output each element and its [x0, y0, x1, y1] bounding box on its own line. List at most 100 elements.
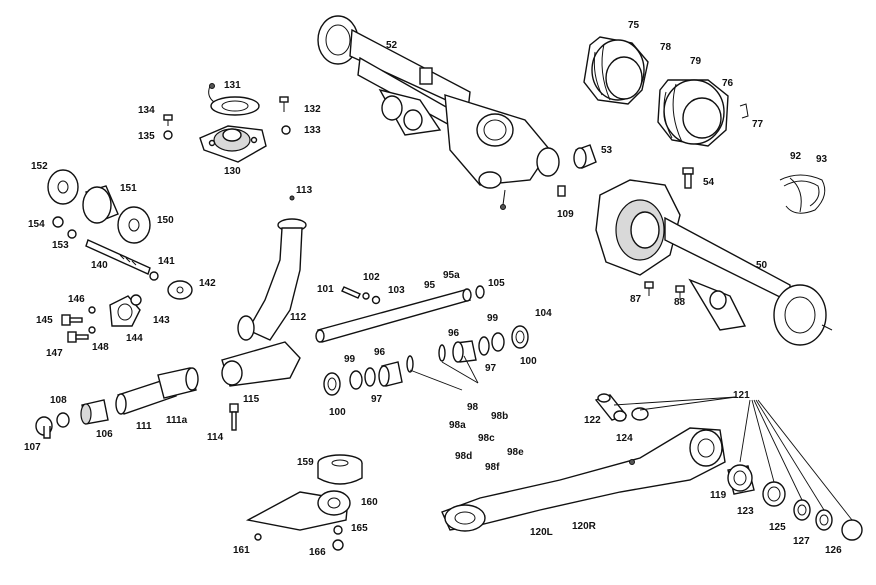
label-142: 142	[199, 278, 216, 289]
label-98b: 98b	[491, 411, 508, 422]
label-98: 98	[467, 402, 479, 413]
axle-housing-52	[317, 15, 560, 210]
label-108: 108	[50, 395, 67, 406]
grease-nipple-109	[557, 185, 566, 197]
label-98f: 98f	[485, 462, 500, 473]
label-100b: 100	[329, 407, 346, 418]
bolts-145-148	[61, 306, 96, 343]
label-106: 106	[96, 429, 113, 440]
label-98e: 98e	[507, 447, 524, 458]
label-161: 161	[233, 545, 250, 556]
label-125: 125	[769, 522, 786, 533]
label-97a: 97	[485, 363, 497, 374]
label-54: 54	[703, 177, 715, 188]
label-95: 95	[424, 280, 436, 291]
shaft-111	[115, 367, 199, 415]
label-99b: 99	[344, 354, 356, 365]
label-150: 150	[157, 215, 174, 226]
label-107: 107	[24, 442, 41, 453]
label-97b: 97	[371, 394, 383, 405]
label-102: 102	[363, 272, 380, 283]
mount-bracket-159-160	[245, 454, 363, 551]
label-115: 115	[243, 394, 260, 405]
rubber-boot-79-76	[657, 79, 729, 147]
label-111a: 111a	[166, 415, 188, 426]
label-126: 126	[825, 545, 842, 556]
label-140: 140	[91, 260, 108, 271]
rubber-boot-75-78	[583, 36, 649, 105]
label-99a: 99	[487, 313, 499, 324]
label-96b: 96	[374, 347, 386, 358]
label-113: 113	[296, 185, 313, 196]
pin-105	[475, 285, 485, 299]
label-124: 124	[616, 433, 633, 444]
label-121: 121	[733, 390, 750, 401]
label-166: 166	[309, 547, 326, 558]
label-132: 132	[304, 104, 321, 115]
bolt-54	[682, 167, 694, 189]
label-130: 130	[224, 166, 241, 177]
label-146: 146	[68, 294, 85, 305]
label-144: 144	[126, 333, 143, 344]
label-50: 50	[756, 260, 768, 271]
label-98a: 98a	[449, 420, 466, 431]
rubber-mount-130	[163, 83, 291, 163]
label-134: 134	[138, 105, 155, 116]
label-127: 127	[793, 536, 810, 547]
label-105: 105	[488, 278, 505, 289]
label-98c: 98c	[478, 433, 495, 444]
label-143: 143	[153, 315, 170, 326]
label-98d: 98d	[455, 451, 472, 462]
label-141: 141	[158, 256, 175, 267]
label-152: 152	[31, 161, 48, 172]
label-52: 52	[386, 40, 398, 51]
label-53: 53	[601, 145, 613, 156]
label-103: 103	[388, 285, 405, 296]
label-123: 123	[737, 506, 754, 517]
bushing-set-left-96-100	[323, 355, 414, 396]
label-112: 112	[290, 312, 307, 323]
label-151: 151	[120, 183, 137, 194]
bracket-143-144	[109, 294, 142, 327]
label-133: 133	[304, 125, 321, 136]
axle-housing-50	[595, 179, 833, 346]
label-159: 159	[297, 457, 314, 468]
trailing-arm-112	[221, 195, 307, 387]
label-114: 114	[207, 432, 224, 443]
label-101: 101	[317, 284, 334, 295]
label-77: 77	[752, 119, 764, 130]
trailing-arm-120	[441, 427, 726, 532]
bushing-set-119-127	[727, 464, 863, 541]
label-154: 154	[28, 219, 45, 230]
label-131: 131	[224, 80, 241, 91]
bolt-88	[675, 285, 685, 300]
label-120R: 120R	[572, 521, 597, 532]
label-111: 111	[136, 421, 152, 432]
coil-spring-92-93	[779, 174, 826, 214]
label-145: 145	[36, 315, 53, 326]
bolts-101-103	[341, 286, 381, 305]
bushing-stack-150-154	[47, 169, 151, 244]
bush-106-108	[35, 399, 109, 439]
bushing-53	[573, 144, 597, 169]
label-148: 148	[92, 342, 109, 353]
bolt-87	[644, 281, 654, 296]
label-100a: 100	[520, 356, 537, 367]
label-135: 135	[138, 131, 155, 142]
label-104: 104	[535, 308, 552, 319]
part-labels: 52 75 78 79 76 77 131 134 132 135 133 13…	[24, 20, 842, 558]
label-95a: 95a	[443, 270, 460, 281]
label-76: 76	[722, 78, 734, 89]
label-92: 92	[790, 151, 802, 162]
label-79: 79	[690, 56, 702, 67]
bushing-set-96-104	[438, 325, 529, 363]
clip-77	[739, 103, 749, 119]
label-119: 119	[710, 490, 727, 501]
shaft-95	[315, 288, 472, 343]
label-75: 75	[628, 20, 640, 31]
label-160: 160	[361, 497, 378, 508]
label-109: 109	[557, 209, 574, 220]
label-153: 153	[52, 240, 69, 251]
label-78: 78	[660, 42, 672, 53]
